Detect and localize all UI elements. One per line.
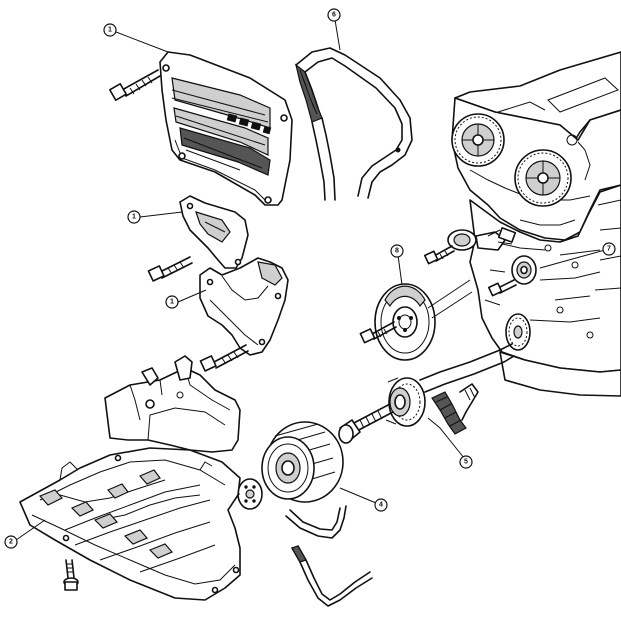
- lower-timing-cover: [199, 257, 289, 356]
- callout-crank-sprocket: 5: [459, 455, 473, 469]
- camshaft-sprocket-intake: [451, 113, 505, 167]
- svg-text:2: 2: [9, 539, 13, 546]
- camshaft-sprocket-exhaust: [514, 149, 572, 207]
- engine-block: [451, 51, 621, 397]
- svg-text:1: 1: [170, 299, 174, 306]
- crankshaft-pulley: [261, 421, 344, 503]
- svg-text:6: 6: [332, 12, 336, 19]
- leader-lines: [15, 19, 606, 541]
- crankshaft-sprocket: [385, 377, 426, 427]
- callout-idler-pulley: 7: [602, 242, 616, 256]
- callout-timing-cover-lower: 1: [165, 295, 179, 309]
- crank-pulley-washer: [237, 478, 263, 510]
- bolt-middle-cover: [147, 256, 193, 282]
- bolt-idler: [487, 279, 517, 297]
- bolt-splash-shield: [63, 559, 79, 591]
- callout-timing-cover-upper: 1: [103, 23, 117, 37]
- callout-splash-shield: 2: [4, 535, 18, 549]
- timing-belt: [295, 47, 413, 201]
- tensioner-pulley: [374, 279, 473, 361]
- callout-crank-pulley: 4: [374, 498, 388, 512]
- bolt-upper-cover: [109, 69, 161, 101]
- accessory-belt-lower: [291, 545, 373, 607]
- callout-belt-cover-top: 6: [327, 8, 341, 22]
- middle-timing-cover: [179, 195, 249, 269]
- svg-text:1: 1: [132, 214, 136, 221]
- accessory-belt-upper: [285, 505, 347, 539]
- crankshaft-gear-on-block: [505, 313, 531, 351]
- timing-belt-section: [419, 343, 515, 435]
- crankshaft-bolt: [338, 403, 394, 444]
- bolt-tensioner-pulley: [359, 321, 397, 344]
- svg-text:5: 5: [464, 459, 468, 466]
- svg-text:8: 8: [395, 248, 399, 255]
- svg-text:4: 4: [379, 502, 383, 509]
- callout-timing-cover-middle: 1: [127, 210, 141, 224]
- bolt-tensioner: [423, 245, 455, 265]
- svg-text:1: 1: [108, 27, 112, 34]
- svg-text:7: 7: [607, 246, 611, 253]
- splash-shield: [19, 355, 241, 601]
- upper-timing-cover: [159, 51, 293, 206]
- callout-tensioner-pulley: 8: [390, 244, 404, 258]
- tensioner-assembly: [447, 227, 517, 251]
- idler-pulley: [511, 255, 537, 285]
- bolt-lower-cover: [199, 344, 249, 372]
